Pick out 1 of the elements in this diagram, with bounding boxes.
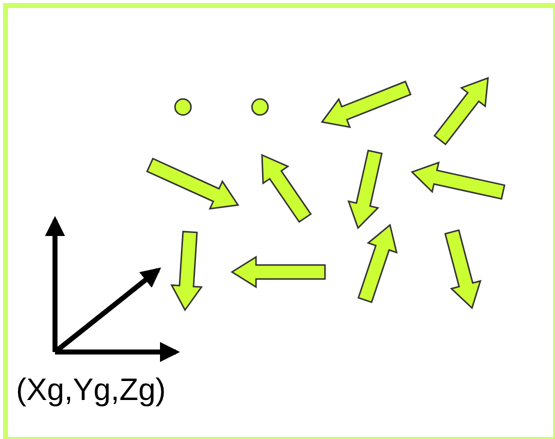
axis-label: (Xg,Yg,Zg) xyxy=(16,372,166,408)
